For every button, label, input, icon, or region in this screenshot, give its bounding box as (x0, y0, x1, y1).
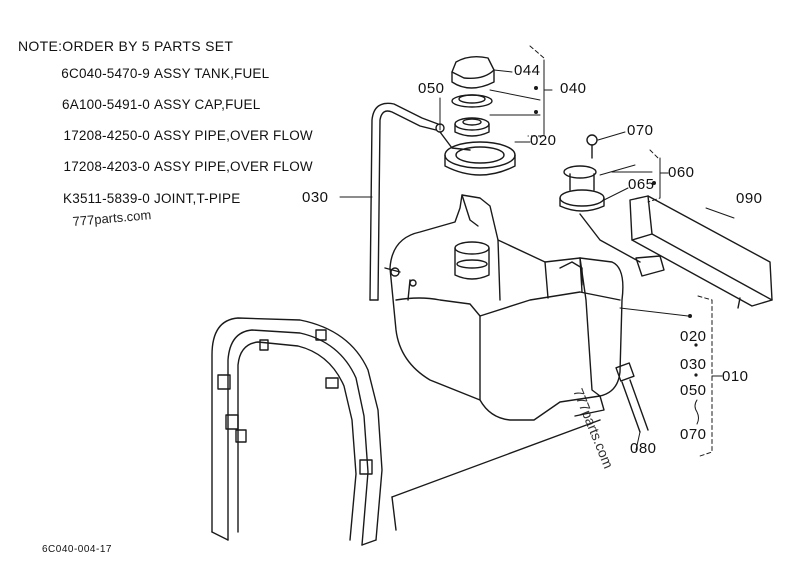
part-number: K3511-5839-0 (63, 191, 150, 206)
callout-065: 065 (628, 176, 655, 193)
figure-code: 6C040-004-17 (42, 544, 112, 555)
frame-clip (217, 374, 231, 390)
part-number: 17208-4203-0 (63, 159, 150, 174)
fuel-gauge-sender (559, 134, 665, 277)
tank-boss (409, 279, 417, 287)
part-number: 6A100-5491-0 (62, 97, 150, 112)
callout-040: 040 (560, 80, 587, 97)
note-title: NOTE:ORDER BY 5 PARTS SET (18, 38, 234, 54)
fuel-cap-assembly (444, 55, 516, 176)
screw (586, 134, 598, 146)
callout-044: 044 (514, 62, 541, 79)
cap-seal (454, 117, 490, 131)
filler-neck (454, 241, 490, 255)
part-description: ASSY PIPE,OVER FLOW (154, 128, 313, 143)
support-bracket (629, 195, 773, 309)
callout-010: 010 (722, 368, 749, 385)
drain-bolt (615, 362, 649, 433)
part-description: ASSY PIPE,OVER FLOW (154, 159, 313, 174)
callout-070: 070 (627, 122, 654, 139)
part-description: ASSY TANK,FUEL (154, 66, 270, 81)
leader-lines (339, 59, 735, 451)
group-item-020: 020 (680, 328, 707, 345)
callout-080: 080 (630, 440, 657, 457)
float (635, 255, 665, 277)
frame-clip (225, 414, 239, 430)
frame-clip (359, 459, 373, 475)
frame-clip (235, 429, 247, 443)
part-description: JOINT,T-PIPE (154, 191, 241, 206)
group-item-070: 070 (680, 426, 707, 443)
part-description: ASSY CAP,FUEL (154, 97, 261, 112)
tank-boss (390, 267, 400, 277)
cap-gasket (451, 94, 493, 108)
fuel-tank (384, 194, 624, 421)
sender-flange (563, 165, 597, 179)
callout-050: 050 (418, 80, 445, 97)
callout-030: 030 (302, 189, 329, 206)
frame-bracket (211, 317, 601, 546)
part-number: 17208-4250-0 (63, 128, 150, 143)
group-item-050: 050 (680, 382, 707, 399)
callout-020: 020 (530, 132, 557, 149)
frame-clip (259, 339, 269, 351)
frame-clip (325, 377, 339, 389)
callout-090: 090 (736, 190, 763, 207)
group-item-030: 030 (680, 356, 707, 373)
part-number: 6C040-5470-9 (61, 66, 150, 81)
callout-060: 060 (668, 164, 695, 181)
fuel-cap (451, 55, 495, 80)
frame-clip (315, 329, 327, 341)
